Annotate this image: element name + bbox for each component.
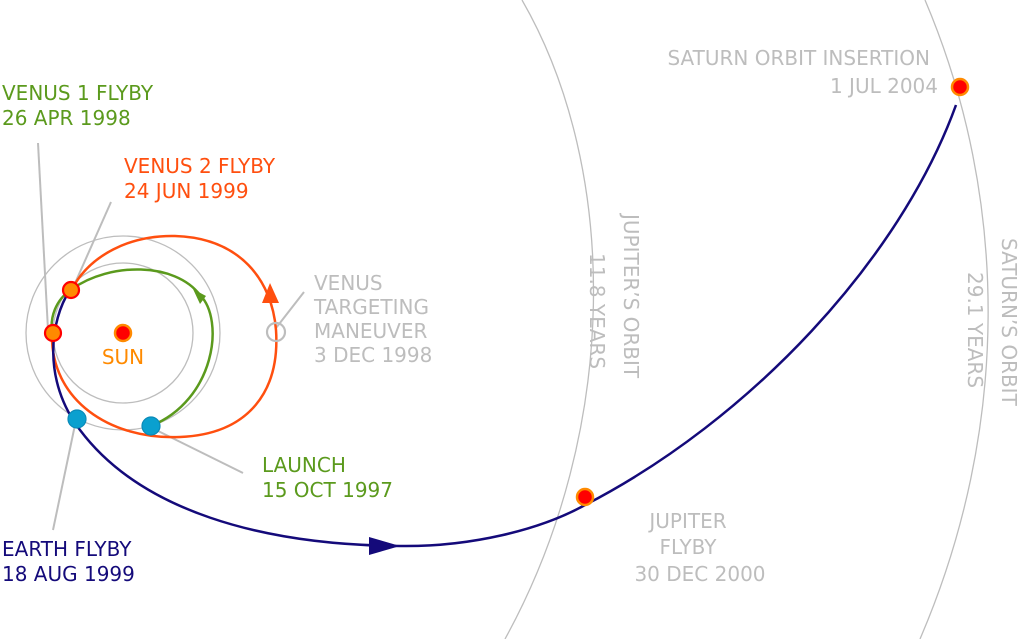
- trajectory-venus1-to-venus2: [50, 234, 278, 439]
- venus1-label: VENUS 1 FLYBY 26 APR 1998: [2, 81, 154, 130]
- earth-label-date: 18 AUG 1999: [2, 562, 135, 586]
- jupiter-flyby-label-date: 30 DEC 2000: [634, 562, 765, 586]
- orange-direction-arrow: [262, 283, 279, 303]
- saturn-orbit-name: SATURN’S ORBIT: [997, 238, 1021, 407]
- jupiter-orbit-name: JUPITER’S ORBIT: [619, 212, 643, 379]
- maneuver-marker: [265, 321, 287, 343]
- trajectory-launch-to-venus1: [50, 268, 214, 428]
- maneuver-label-date: 3 DEC 1998: [314, 343, 432, 367]
- maneuver-label-line3: MANEUVER: [314, 319, 427, 343]
- saturn-orbit-period: 29.1 YEARS: [963, 272, 987, 388]
- venus2-label-date: 24 JUN 1999: [124, 179, 249, 203]
- jupiter-flyby-label: JUPITER FLYBY 30 DEC 2000: [634, 509, 765, 586]
- blue-direction-arrow: [369, 537, 400, 555]
- jupiter-flyby-label-line2: FLYBY: [659, 535, 717, 559]
- jupiter-orbit-arc: [504, 0, 595, 639]
- venus2-flyby-marker: [61, 280, 81, 300]
- sun-icon: [113, 323, 133, 343]
- venus1-label-title: VENUS 1 FLYBY: [2, 81, 154, 105]
- earth-label-title: EARTH FLYBY: [2, 537, 132, 561]
- jupiter-flyby-label-line1: JUPITER: [647, 509, 726, 533]
- earth-label: EARTH FLYBY 18 AUG 1999: [2, 537, 135, 586]
- venus2-leader-line: [71, 201, 112, 291]
- saturn-insertion-label-title: SATURN ORBIT INSERTION: [667, 46, 930, 70]
- saturn-insertion-label-date: 1 JUL 2004: [830, 74, 938, 98]
- venus1-label-date: 26 APR 1998: [2, 106, 131, 130]
- launch-label-title: LAUNCH: [262, 453, 346, 477]
- saturn-insertion-label: SATURN ORBIT INSERTION 1 JUL 2004: [667, 46, 938, 98]
- earth-leader-line: [52, 419, 77, 531]
- sun-label: SUN: [102, 345, 144, 369]
- launch-leader-line: [149, 426, 244, 474]
- venus1-leader-line: [37, 142, 49, 331]
- jupiter-flyby-marker: [575, 487, 595, 507]
- maneuver-label-line2: TARGETING: [313, 295, 429, 319]
- launch-label: LAUNCH 15 OCT 1997: [262, 453, 393, 502]
- venus1-flyby-marker: [43, 323, 63, 343]
- maneuver-label: VENUS TARGETING MANEUVER 3 DEC 1998: [313, 271, 432, 367]
- launch-label-date: 15 OCT 1997: [262, 478, 393, 502]
- maneuver-label-line1: VENUS: [314, 271, 383, 295]
- venus2-label-title: VENUS 2 FLYBY: [124, 154, 276, 178]
- venus2-label: VENUS 2 FLYBY 24 JUN 1999: [124, 154, 276, 203]
- launch-marker: [141, 416, 161, 436]
- jupiter-orbit-period: 11.8 YEARS: [585, 253, 609, 369]
- maneuver-leader-line: [275, 291, 305, 329]
- saturn-insertion-marker: [950, 77, 970, 97]
- green-direction-arrow: [193, 289, 206, 304]
- earth-flyby-marker: [67, 409, 87, 429]
